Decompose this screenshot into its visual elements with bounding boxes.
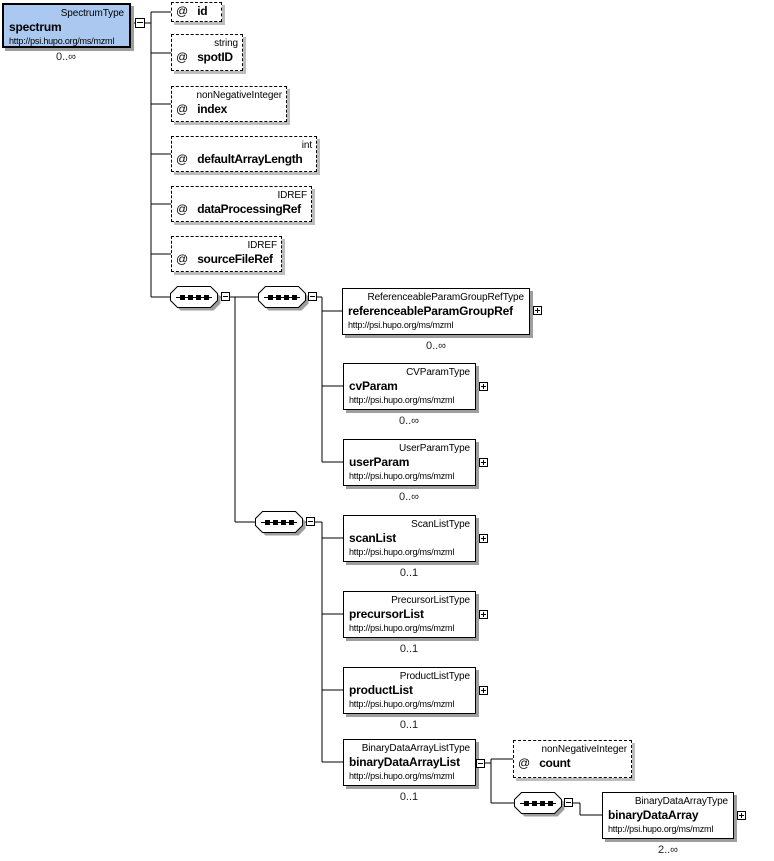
attribute-prefix: @ — [176, 4, 189, 18]
attribute-prefix: @ — [176, 102, 189, 116]
cardinality-label: 0..1 — [399, 791, 419, 803]
element-type-label: ScanListType — [411, 519, 470, 530]
element-name-label: userParam — [349, 455, 410, 469]
element-type-label: PrecursorListType — [391, 595, 470, 606]
attribute-name-label: sourceFileRef — [197, 252, 273, 266]
attribute-spotid[interactable]: string @ spotID — [171, 34, 243, 71]
element-namespace-label: http://psi.hupo.org/ms/mzml — [348, 320, 454, 330]
expand-button[interactable] — [737, 811, 746, 820]
attribute-name-label: index — [197, 102, 228, 116]
element-spectrum[interactable]: SpectrumType spectrum http://psi.hupo.or… — [2, 3, 131, 48]
attribute-prefix: @ — [518, 756, 531, 770]
expand-button[interactable] — [479, 458, 488, 467]
attribute-name-label: id — [197, 4, 208, 18]
attribute-type-label: IDREF — [277, 190, 307, 201]
attribute-sourcefileref[interactable]: IDREF @ sourceFileRef — [171, 236, 282, 272]
expand-button[interactable] — [479, 610, 488, 619]
attribute-type-label: nonNegativeInteger — [541, 744, 628, 755]
element-namespace-label: http://psi.hupo.org/ms/mzml — [349, 771, 455, 781]
attribute-type-label: nonNegativeInteger — [196, 90, 283, 101]
attribute-prefix: @ — [176, 152, 189, 166]
sequence-icon[interactable] — [514, 792, 566, 818]
element-name-label: binaryDataArrayList — [349, 755, 460, 769]
element-productlist[interactable]: ProductListType productList http://psi.h… — [343, 667, 476, 714]
attribute-prefix: @ — [176, 50, 189, 64]
element-type-label: SpectrumType — [60, 8, 124, 19]
attribute-name-label: spotID — [197, 50, 233, 64]
attribute-type-label: string — [214, 38, 238, 49]
element-type-label: ReferenceableParamGroupRefType — [367, 292, 524, 303]
element-precursorlist[interactable]: PrecursorListType precursorList http://p… — [343, 591, 476, 638]
sequence-icon[interactable] — [258, 286, 310, 312]
attribute-name-label: dataProcessingRef — [197, 202, 301, 216]
expand-button[interactable] — [479, 382, 488, 391]
element-binarydataarraylist[interactable]: BinaryDataArrayListType binaryDataArrayL… — [343, 739, 476, 786]
element-namespace-label: http://psi.hupo.org/ms/mzml — [349, 471, 455, 481]
attribute-prefix: @ — [176, 252, 189, 266]
expand-button[interactable] — [479, 686, 488, 695]
attribute-prefix: @ — [176, 202, 189, 216]
element-type-label: CVParamType — [406, 367, 470, 378]
cardinality-label: 0..1 — [399, 643, 419, 655]
element-namespace-label: http://psi.hupo.org/ms/mzml — [349, 699, 455, 709]
element-name-label: productList — [349, 683, 413, 697]
expand-button[interactable] — [479, 534, 488, 543]
cardinality-label: 0..∞ — [425, 340, 447, 352]
attribute-name-label: defaultArrayLength — [197, 152, 303, 166]
element-namespace-label: http://psi.hupo.org/ms/mzml — [608, 824, 714, 834]
collapse-button[interactable] — [306, 517, 315, 526]
attribute-count[interactable]: nonNegativeInteger @ count — [513, 740, 632, 778]
element-type-label: UserParamType — [399, 443, 470, 454]
element-type-label: ProductListType — [399, 671, 470, 682]
element-namespace-label: http://psi.hupo.org/ms/mzml — [349, 623, 455, 633]
attribute-id[interactable]: @ id — [171, 2, 222, 22]
collapse-button[interactable] — [221, 292, 230, 301]
element-scanlist[interactable]: ScanListType scanList http://psi.hupo.or… — [343, 515, 476, 562]
element-binarydataarray[interactable]: BinaryDataArrayType binaryDataArray http… — [602, 792, 734, 839]
element-cvparam[interactable]: CVParamType cvParam http://psi.hupo.org/… — [343, 363, 476, 410]
cardinality-label: 0..∞ — [398, 415, 420, 427]
sequence-icon[interactable] — [255, 511, 307, 537]
attribute-dataprocessingref[interactable]: IDREF @ dataProcessingRef — [171, 186, 312, 222]
element-type-label: BinaryDataArrayType — [634, 796, 728, 807]
attribute-defaultarraylength[interactable]: int @ defaultArrayLength — [171, 136, 317, 172]
element-namespace-label: http://psi.hupo.org/ms/mzml — [349, 547, 455, 557]
element-namespace-label: http://psi.hupo.org/ms/mzml — [349, 395, 455, 405]
element-name-label: cvParam — [349, 379, 398, 393]
cardinality-label: 0..1 — [399, 567, 419, 579]
element-name-label: spectrum — [9, 20, 62, 34]
collapse-button[interactable] — [308, 292, 317, 301]
collapse-button[interactable] — [564, 798, 573, 807]
cardinality-label: 2..∞ — [657, 844, 679, 856]
element-type-label: BinaryDataArrayListType — [361, 743, 470, 754]
sequence-icon[interactable] — [170, 286, 222, 312]
cardinality-label: 0..∞ — [398, 491, 420, 503]
expand-button[interactable] — [533, 306, 542, 315]
element-name-label: referenceableParamGroupRef — [348, 304, 513, 318]
attribute-type-label: IDREF — [247, 240, 277, 251]
element-name-label: binaryDataArray — [608, 808, 699, 822]
attribute-type-label: int — [301, 140, 312, 151]
element-userparam[interactable]: UserParamType userParam http://psi.hupo.… — [343, 439, 476, 486]
attribute-name-label: count — [539, 756, 571, 770]
collapse-button[interactable] — [135, 18, 145, 28]
element-referenceableparamgroupref[interactable]: ReferenceableParamGroupRefType reference… — [342, 288, 530, 335]
element-name-label: precursorList — [349, 607, 424, 621]
collapse-button[interactable] — [476, 759, 485, 768]
attribute-index[interactable]: nonNegativeInteger @ index — [171, 86, 287, 122]
element-name-label: scanList — [349, 531, 397, 545]
element-namespace-label: http://psi.hupo.org/ms/mzml — [9, 36, 115, 46]
cardinality-label: 0..1 — [399, 719, 419, 731]
cardinality-label: 0..∞ — [55, 51, 77, 63]
